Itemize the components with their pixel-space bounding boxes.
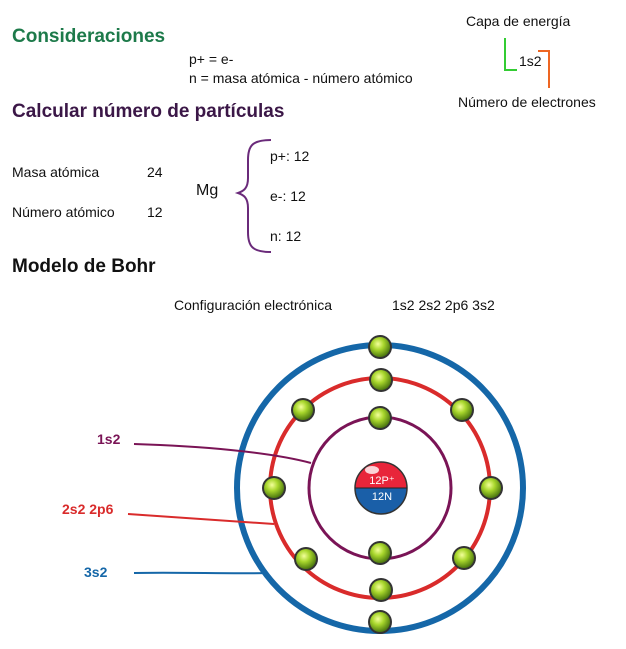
legend-energy-level-label: Capa de energía [466,13,571,29]
shell-label-3s2: 3s2 [84,564,108,580]
shell-label-2s2-2p6: 2s2 2p6 [62,501,114,517]
electron-configuration-value: 1s2 2s2 2p6 3s2 [392,297,495,313]
electron [368,335,392,359]
nucleus: 12P⁺ 12N [354,461,408,515]
protons-count: p+: 12 [270,148,310,164]
legend-electron-count-label: Número de electrones [458,94,596,110]
particles-brace [234,139,272,253]
consideration-protons-equals-electrons: p+ = e- [189,51,234,67]
electron-configuration-label: Configuración electrónica [174,297,332,313]
electron [368,406,392,430]
atomic-number-value: 12 [147,204,163,220]
element-symbol: Mg [196,182,219,199]
consideration-neutrons-formula: n = masa atómica - número atómico [189,70,413,86]
shell-label-1s2: 1s2 [97,431,121,447]
nucleus-neutrons: 12N [372,491,392,503]
legend-orange-bracket [538,50,550,88]
electrons [262,335,503,634]
atomic-number-label: Número atómico [12,204,115,220]
atomic-mass-value: 24 [147,164,163,180]
electron [368,610,392,634]
atomic-mass-label: Masa atómica [12,164,100,180]
electron [479,476,503,500]
electron [368,541,392,565]
electron [369,368,393,392]
nucleus-protons: 12P⁺ [369,475,395,487]
electron [291,398,315,422]
electron [294,547,318,571]
legend-green-bracket [504,38,517,71]
electron [452,546,476,570]
heading-bohr-model: Modelo de Bohr [12,256,156,277]
leader-line-shell-2 [127,513,275,525]
leader-line-shell-3 [133,571,268,575]
electron [450,398,474,422]
heading-calculate-particles: Calcular número de partículas [12,101,285,122]
electrons-count: e-: 12 [270,188,306,204]
leader-line-shell-1 [133,443,312,464]
neutrons-count: n: 12 [270,228,302,244]
heading-considerations: Consideraciones [12,26,166,47]
legend-notation-example: 1s2 [519,53,542,69]
electron [262,476,286,500]
electron [369,578,393,602]
